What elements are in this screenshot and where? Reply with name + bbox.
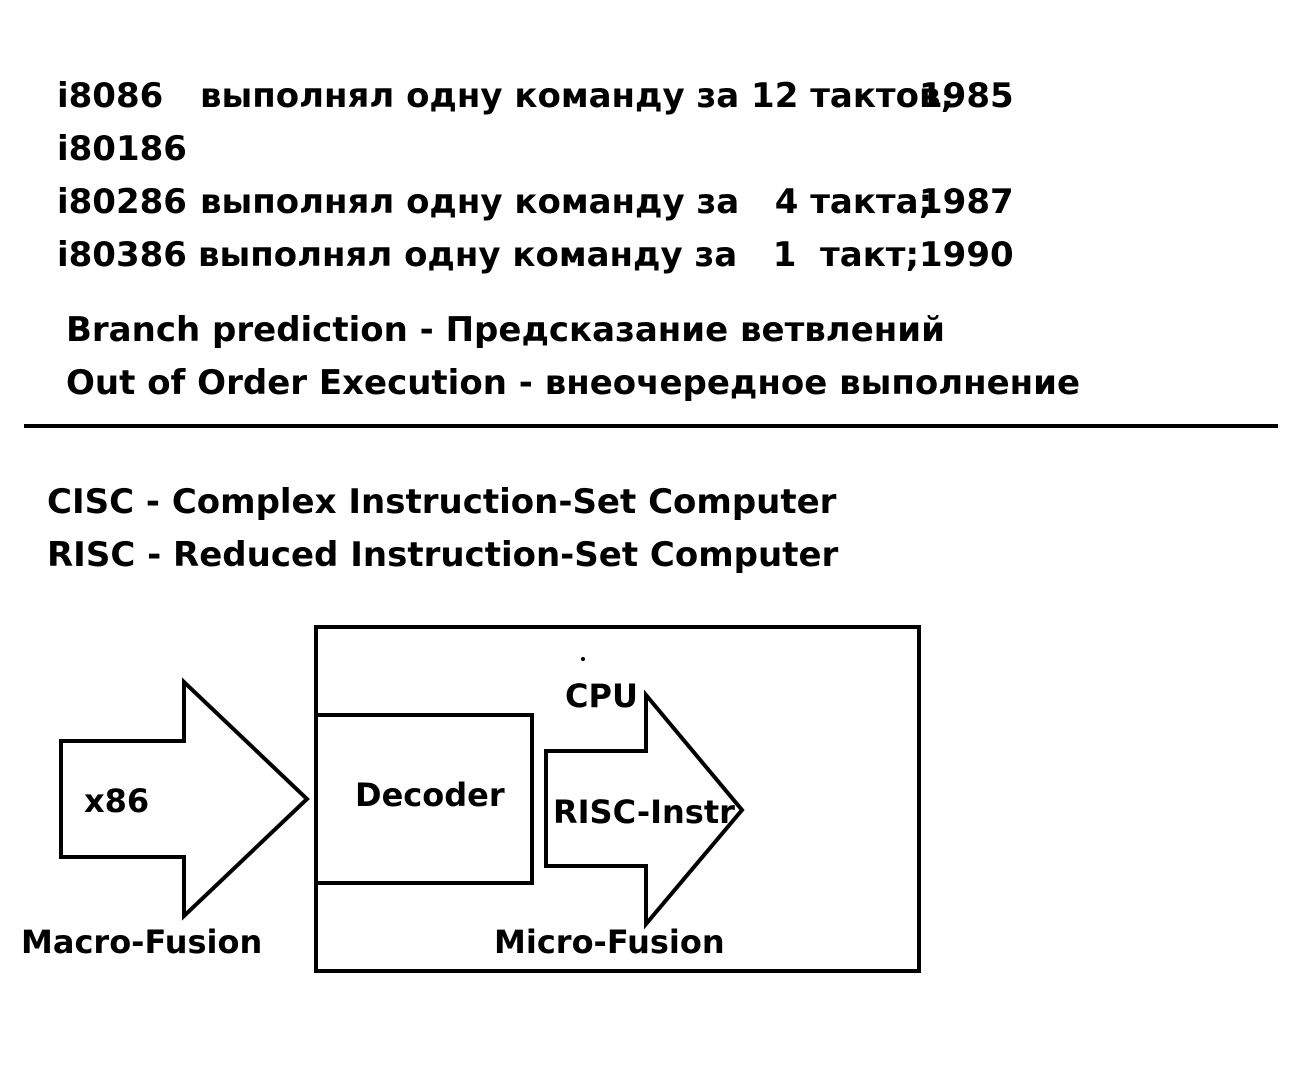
cpu-model: i8086 xyxy=(57,76,164,116)
feature-out-of-order-execution: Out of Order Execution - внеочередное вы… xyxy=(66,363,1081,403)
architecture-cisc: CISC - Complex Instruction-Set Computer xyxy=(47,482,837,522)
cpu-model: i80386 xyxy=(57,235,187,275)
risc-instr-output-arrow xyxy=(544,689,745,930)
stray-dot xyxy=(581,657,585,661)
input-arrow-label: x86 xyxy=(84,782,149,820)
cpu-description: выполнял одну команду за 4 такта; xyxy=(200,182,933,222)
cpu-label: CPU xyxy=(565,677,638,715)
architecture-risc: RISC - Reduced Instruction-Set Computer xyxy=(47,535,839,575)
decoder-label: Decoder xyxy=(355,776,505,814)
cpu-model: i80186 xyxy=(57,129,187,169)
decoder-box xyxy=(314,713,534,885)
cpu-year: 1987 xyxy=(919,182,1014,222)
cpu-row-i8086: i8086 выполнял одну команду за 12 тактов… xyxy=(57,76,1057,116)
output-arrow-label: RISC-Instr xyxy=(553,793,735,831)
cpu-row-i80386: i80386 выполнял одну команду за 1 такт; … xyxy=(57,235,1057,275)
cpu-year: 1985 xyxy=(919,76,1014,116)
cpu-row-i80186: i80186 xyxy=(57,129,1057,169)
cpu-description: выполнял одну команду за 12 тактов; xyxy=(200,76,955,116)
cpu-year: 1990 xyxy=(919,235,1014,275)
cpu-model: i80286 xyxy=(57,182,187,222)
cpu-row-i80286: i80286 выполнял одну команду за 4 такта;… xyxy=(57,182,1057,222)
macro-fusion-label: Macro-Fusion xyxy=(21,923,262,961)
x86-input-arrow xyxy=(59,677,310,921)
feature-branch-prediction: Branch prediction - Предсказание ветвлен… xyxy=(66,310,945,350)
cpu-description: выполнял одну команду за 1 такт; xyxy=(198,235,920,275)
micro-fusion-label: Micro-Fusion xyxy=(494,923,725,961)
